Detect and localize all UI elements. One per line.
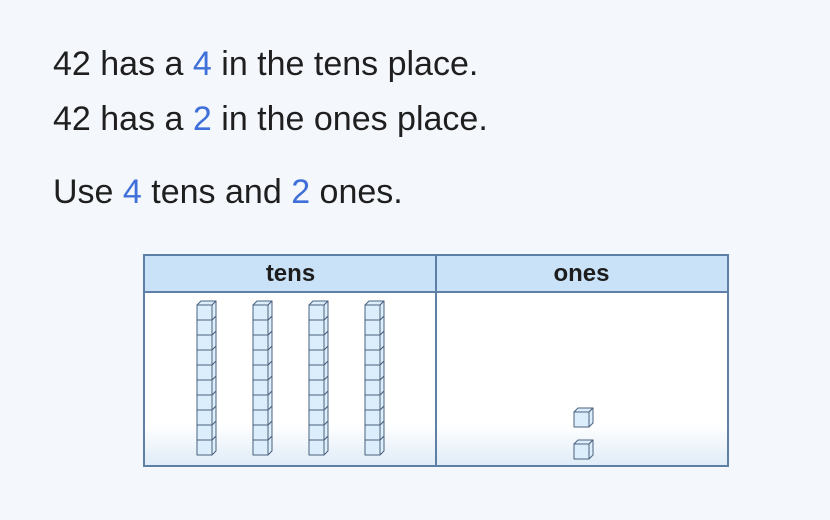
ten-rod-icon: [308, 300, 329, 456]
tens-digit: 4: [192, 45, 212, 83]
one-cube-icon: [573, 439, 594, 460]
statement-use-blocks: Use 4 tens and 2 ones.: [53, 172, 403, 212]
ones-count: 2: [291, 173, 311, 211]
ten-rod-icon: [196, 300, 217, 456]
statement-text: Use: [53, 173, 123, 211]
ten-rod-icon: [364, 300, 385, 456]
ones-digit: 2: [192, 100, 212, 138]
place-value-chart: tens ones: [143, 254, 729, 467]
ten-rod-icon: [252, 300, 273, 456]
tens-count: 4: [122, 173, 142, 211]
tens-column-header: tens: [265, 260, 316, 287]
statement-text: 42 has a: [53, 100, 193, 138]
ones-column-header: ones: [553, 260, 610, 287]
column-divider: [435, 256, 437, 465]
statement-text: in the tens place.: [211, 45, 479, 83]
statement-text: in the ones place.: [211, 100, 488, 138]
statement-text: tens and: [141, 173, 292, 211]
statement-tens-place: 42 has a 4 in the tens place.: [53, 44, 478, 84]
statement-text: ones.: [310, 173, 403, 211]
statement-text: 42 has a: [53, 45, 193, 83]
one-cube-icon: [573, 407, 594, 428]
statement-ones-place: 42 has a 2 in the ones place.: [53, 99, 488, 139]
